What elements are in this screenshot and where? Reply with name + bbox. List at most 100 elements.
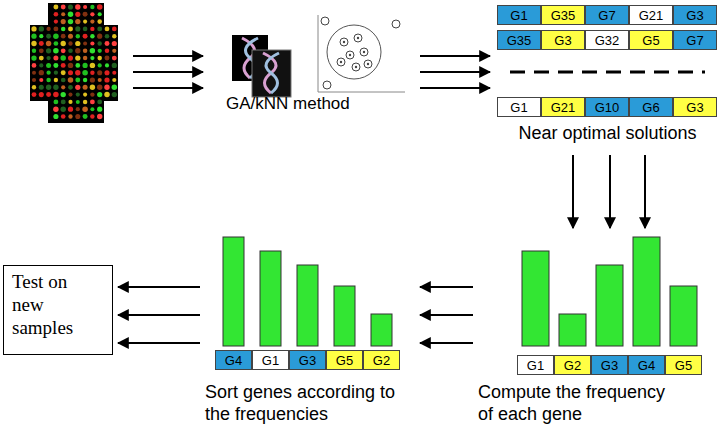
microarray-spot — [53, 85, 58, 90]
microarray-chip — [48, 3, 104, 27]
sample-dot — [349, 54, 351, 56]
microarray-spot — [53, 56, 58, 61]
input-arrow — [133, 87, 203, 89]
microarray-spot — [61, 5, 66, 10]
microarray-spot — [90, 5, 94, 9]
microarray-spot — [68, 19, 73, 24]
microarray-spot — [31, 55, 36, 60]
microarray-spot — [31, 41, 36, 46]
microarray-spot — [61, 70, 66, 75]
sample-dot — [363, 51, 365, 53]
microarray-spot — [97, 99, 102, 104]
gene-name: G1 — [510, 9, 527, 22]
microarray-spot — [32, 85, 36, 89]
microarray-spot — [54, 12, 59, 17]
microarray-spot — [68, 70, 73, 75]
microarray-spot — [97, 107, 102, 112]
microarray-spot — [97, 92, 102, 97]
gene-cell: G1 — [497, 5, 541, 25]
step-label: Near optimal solutions — [495, 123, 720, 145]
microarray-spot — [61, 48, 66, 53]
microarray-spot — [75, 70, 80, 75]
sample-point — [346, 51, 354, 59]
flow-arrow — [420, 71, 490, 73]
flow-arrow — [118, 342, 200, 344]
microarray-spot — [39, 48, 44, 53]
microarray-chip — [30, 25, 118, 101]
sample-point — [364, 60, 372, 68]
frequency-bar — [596, 265, 623, 346]
gene-cell: G7 — [673, 30, 717, 50]
microarray-spot — [112, 49, 116, 53]
microarray-spot — [68, 93, 72, 97]
microarray-spot — [61, 34, 66, 39]
microarray-spot — [61, 114, 66, 119]
gene-name: G1 — [527, 359, 544, 372]
gene-cell: G5 — [665, 355, 702, 375]
sample-point — [337, 58, 345, 66]
microarray-spot — [32, 71, 36, 75]
microarray-spot — [98, 12, 102, 16]
sorted-bar — [297, 265, 318, 346]
microarray-spot — [97, 26, 102, 31]
microarray-spot — [83, 63, 88, 68]
gene-cell: G5 — [629, 30, 673, 50]
microarray-spot — [68, 4, 73, 9]
microarray-spot — [83, 100, 88, 105]
microarray-spot — [61, 78, 66, 83]
gene-name: G4 — [638, 359, 655, 372]
microarray-spot — [54, 78, 58, 82]
step-label: Compute the frequency of each gene — [478, 382, 683, 425]
microarray-spot — [90, 34, 94, 38]
step-label: Sort genes according to the frequencies — [205, 382, 410, 425]
sorted-bar — [334, 286, 355, 346]
microarray-spot — [46, 27, 50, 31]
gene-cell: G1 — [517, 355, 554, 375]
microarray-spot — [76, 100, 80, 104]
gene-name: G4 — [225, 354, 242, 367]
sample-dot — [357, 37, 359, 39]
microarray-spot — [75, 48, 80, 53]
microarray-spot — [97, 70, 102, 75]
microarray-spot — [46, 63, 51, 68]
gene-name: G1 — [262, 354, 279, 367]
microarray-spot — [61, 92, 66, 97]
ellipsis-line — [510, 71, 705, 74]
sorted-bar — [371, 314, 392, 346]
microarray-spot — [68, 26, 73, 31]
gene-name: G3 — [601, 359, 618, 372]
microarray-spot — [82, 70, 88, 76]
gene-name: G2 — [373, 354, 390, 367]
microarray-spot — [90, 12, 94, 16]
microarray-spot — [112, 27, 117, 32]
gene-name: G3 — [686, 101, 703, 114]
microarray-spot — [90, 27, 94, 31]
microarray-spot — [61, 63, 66, 68]
microarray-spot — [90, 77, 95, 82]
method-panel: GA/kNN method — [222, 14, 415, 120]
gene-cell: G3 — [591, 355, 628, 375]
gene-cell: G4 — [215, 350, 252, 370]
microarray-spot — [105, 63, 109, 67]
microarray-spot — [82, 106, 88, 112]
microarray-spot — [46, 56, 50, 60]
microarray-spot — [97, 114, 102, 119]
microarray-spot — [104, 70, 109, 75]
sample-dot — [355, 66, 357, 68]
gene-cell: G21 — [541, 97, 585, 117]
flow-arrow — [118, 286, 200, 288]
microarray-spot — [83, 20, 87, 24]
sample-dot — [367, 63, 369, 65]
microarray-spot — [60, 55, 65, 60]
microarray-spot — [90, 85, 95, 90]
microarray-spot — [32, 78, 36, 82]
microarray-spot — [105, 41, 110, 46]
microarray-spot — [61, 99, 66, 104]
flow-arrow — [420, 55, 490, 57]
flow-arrow — [420, 87, 490, 89]
flow-arrow — [118, 314, 200, 316]
process-box: Test on new samples — [3, 265, 113, 355]
gene-cell: G10 — [585, 97, 629, 117]
microarray-spot — [83, 12, 88, 17]
gene-name: G2 — [564, 359, 581, 372]
